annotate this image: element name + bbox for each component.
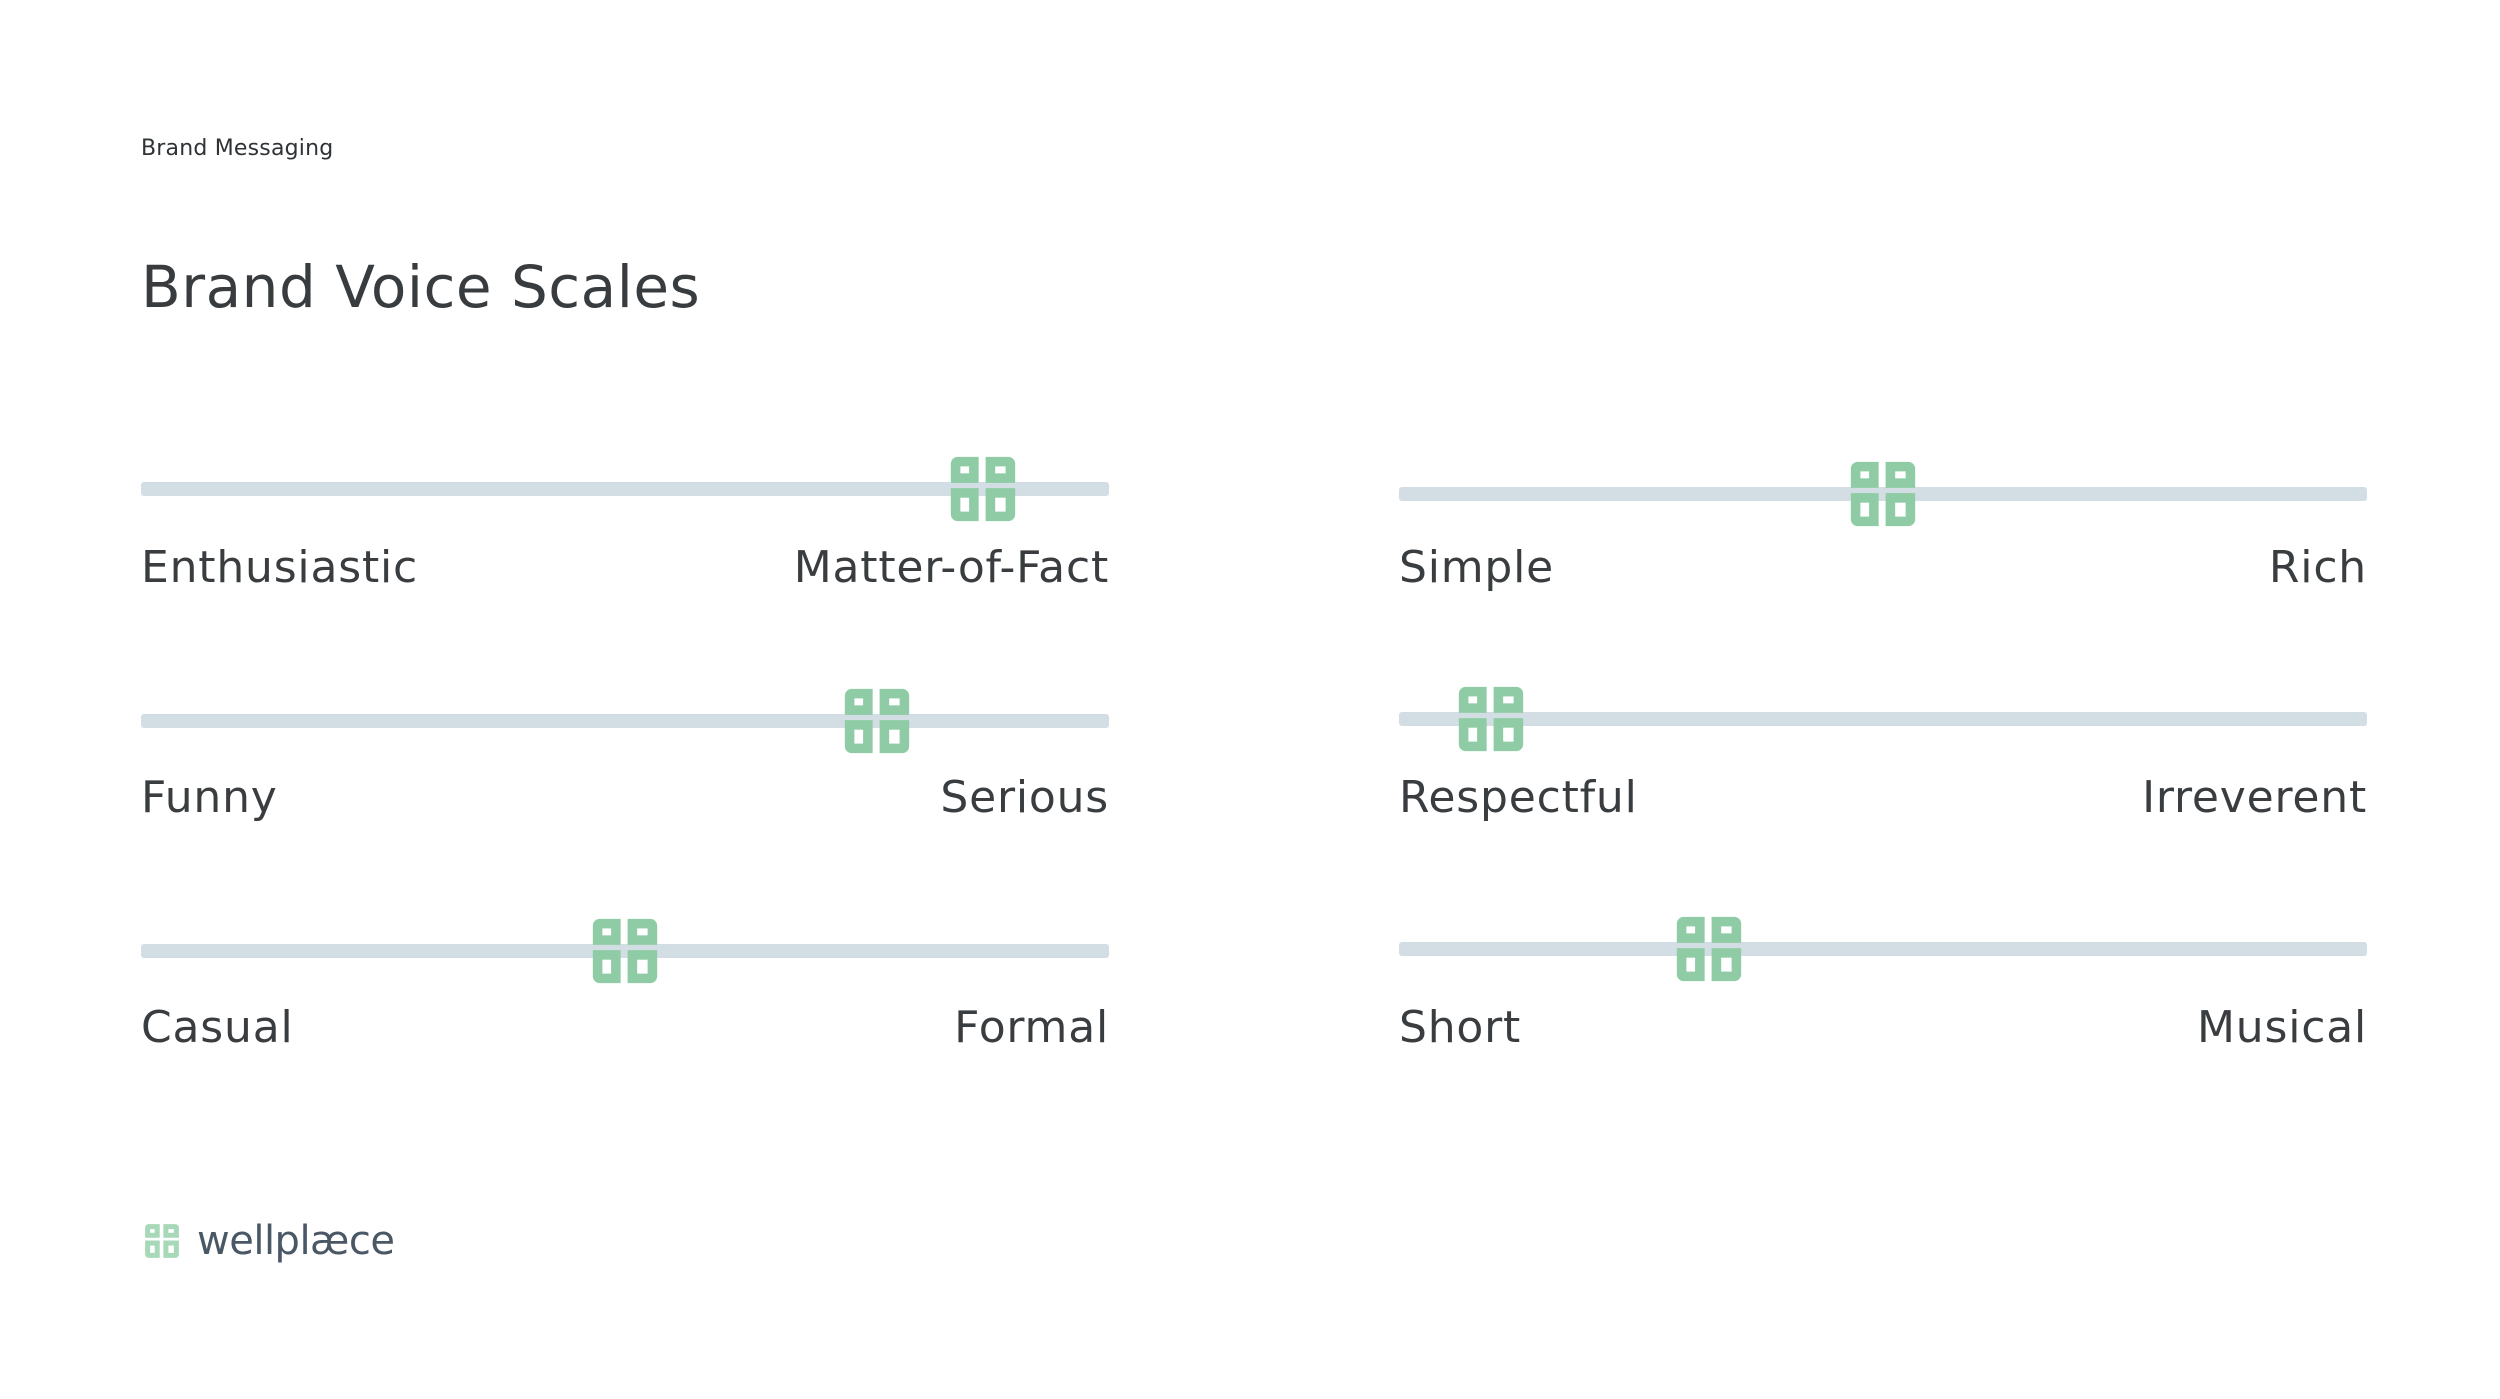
voice-scale-enthusiastic-matter-of-fact: Enthusiastic Matter-of-Fact [141, 456, 1109, 602]
scale-right-label: Serious [940, 772, 1109, 823]
scale-right-label: Musical [2197, 1002, 2367, 1053]
scale-right-label: Matter-of-Fact [793, 542, 1109, 593]
scale-left-label: Simple [1399, 542, 1555, 593]
scale-right-label: Formal [954, 1002, 1109, 1053]
logo-wordmark: wellplæce [197, 1218, 395, 1264]
voice-scale-respectful-irreverent: Respectful Irreverent [1399, 686, 2367, 832]
scale-thumb-flower-icon [1843, 454, 1923, 534]
scale-right-label: Rich [2268, 542, 2367, 593]
scale-track [1399, 487, 2367, 501]
scale-thumb-flower-icon [837, 681, 917, 761]
wellplaece-flower-icon [141, 1220, 183, 1262]
scale-left-label: Respectful [1399, 772, 1638, 823]
scale-right-label: Irreverent [2142, 772, 2367, 823]
scale-track [141, 944, 1109, 958]
scale-thumb-flower-icon [1451, 679, 1531, 759]
voice-scale-funny-serious: Funny Serious [141, 688, 1109, 832]
scale-track [1399, 712, 2367, 726]
voice-scale-short-musical: Short Musical [1399, 916, 2367, 1062]
section-eyebrow: Brand Messaging [141, 136, 334, 161]
scale-left-label: Funny [141, 772, 278, 823]
voice-scale-casual-formal: Casual Formal [141, 918, 1109, 1062]
scale-left-label: Enthusiastic [141, 542, 419, 593]
scale-track [141, 714, 1109, 728]
scale-thumb-flower-icon [585, 911, 665, 991]
scale-left-label: Short [1399, 1002, 1522, 1053]
voice-scale-simple-rich: Simple Rich [1399, 461, 2367, 602]
scale-left-label: Casual [141, 1002, 294, 1053]
scale-thumb-flower-icon [943, 449, 1023, 529]
scale-track [1399, 942, 2367, 956]
brand-logo: wellplæce [141, 1217, 395, 1265]
scale-thumb-flower-icon [1669, 909, 1749, 989]
scale-track [141, 482, 1109, 496]
page-title: Brand Voice Scales [141, 252, 701, 321]
